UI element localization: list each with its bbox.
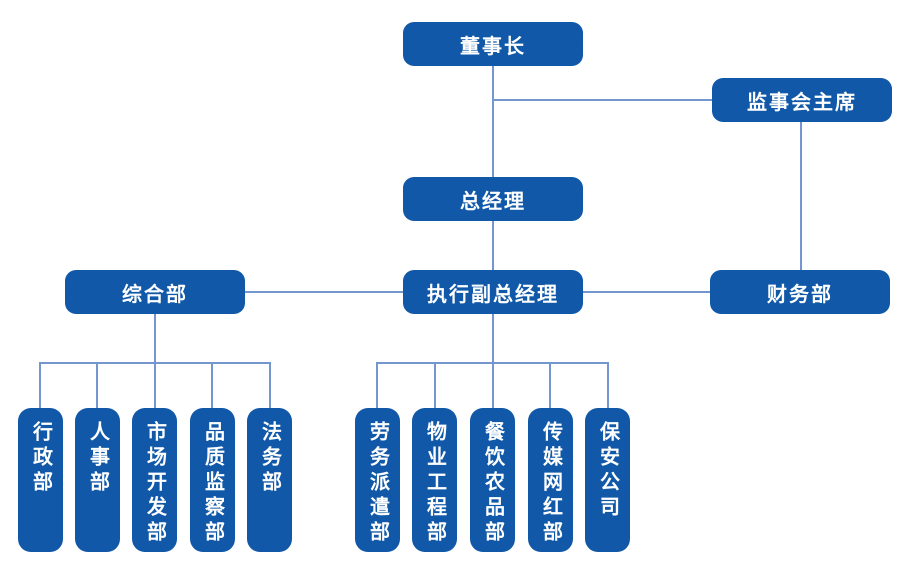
node-dept-catering[interactable]: 餐饮农品部	[470, 408, 515, 552]
connector-drop-left-1	[39, 362, 41, 408]
node-dept-media-label: 传媒网红部	[539, 421, 562, 546]
connector-drop-left-3	[154, 362, 156, 408]
node-dept-labor-dispatch[interactable]: 劳务派遣部	[355, 408, 400, 552]
node-dept-labor-dispatch-label: 劳务派遣部	[366, 421, 389, 546]
node-finance-dept[interactable]: 财务部	[710, 270, 890, 314]
node-dept-admin-label: 行政部	[29, 421, 52, 496]
node-dept-market-dev[interactable]: 市场开发部	[132, 408, 177, 552]
node-general-dept-label: 综合部	[122, 283, 188, 306]
node-supervisory-chairman[interactable]: 监事会主席	[712, 78, 892, 122]
connector-chairman-gm	[492, 66, 494, 177]
node-security-company-label: 保安公司	[596, 421, 619, 521]
connector-chairman-supervisory	[493, 99, 712, 101]
connector-general-evgm	[245, 291, 403, 293]
node-executive-deputy-gm[interactable]: 执行副总经理	[403, 270, 583, 314]
connector-gm-evgm	[492, 221, 494, 270]
node-dept-property-eng[interactable]: 物业工程部	[412, 408, 457, 552]
connector-general-downstem	[154, 314, 156, 362]
node-dept-catering-label: 餐饮农品部	[481, 421, 504, 546]
connector-drop-right-2	[434, 362, 436, 408]
connector-drop-left-2	[96, 362, 98, 408]
node-general-dept[interactable]: 综合部	[65, 270, 245, 314]
connector-evgm-downstem	[492, 314, 494, 362]
connector-drop-left-5	[269, 362, 271, 408]
node-dept-quality-label: 品质监察部	[201, 421, 224, 546]
node-dept-hr[interactable]: 人事部	[75, 408, 120, 552]
node-dept-property-eng-label: 物业工程部	[423, 421, 446, 546]
node-dept-media[interactable]: 传媒网红部	[528, 408, 573, 552]
node-dept-quality[interactable]: 品质监察部	[190, 408, 235, 552]
node-chairman-label: 董事长	[460, 35, 526, 58]
node-general-manager-label: 总经理	[460, 190, 526, 213]
node-dept-hr-label: 人事部	[86, 421, 109, 496]
connector-drop-right-1	[376, 362, 378, 408]
node-dept-market-dev-label: 市场开发部	[143, 421, 166, 546]
node-supervisory-chairman-label: 监事会主席	[747, 91, 857, 114]
node-dept-legal[interactable]: 法务部	[247, 408, 292, 552]
connector-supervisory-finance	[800, 122, 802, 270]
node-chairman[interactable]: 董事长	[403, 22, 583, 66]
connector-drop-right-5	[607, 362, 609, 408]
node-general-manager[interactable]: 总经理	[403, 177, 583, 221]
node-security-company[interactable]: 保安公司	[585, 408, 630, 552]
node-dept-admin[interactable]: 行政部	[18, 408, 63, 552]
node-executive-deputy-gm-label: 执行副总经理	[427, 283, 559, 306]
node-finance-dept-label: 财务部	[767, 283, 833, 306]
connector-drop-left-4	[211, 362, 213, 408]
connector-drop-right-4	[549, 362, 551, 408]
connector-drop-right-3	[492, 362, 494, 408]
node-dept-legal-label: 法务部	[258, 421, 281, 496]
connector-evgm-finance	[583, 291, 710, 293]
